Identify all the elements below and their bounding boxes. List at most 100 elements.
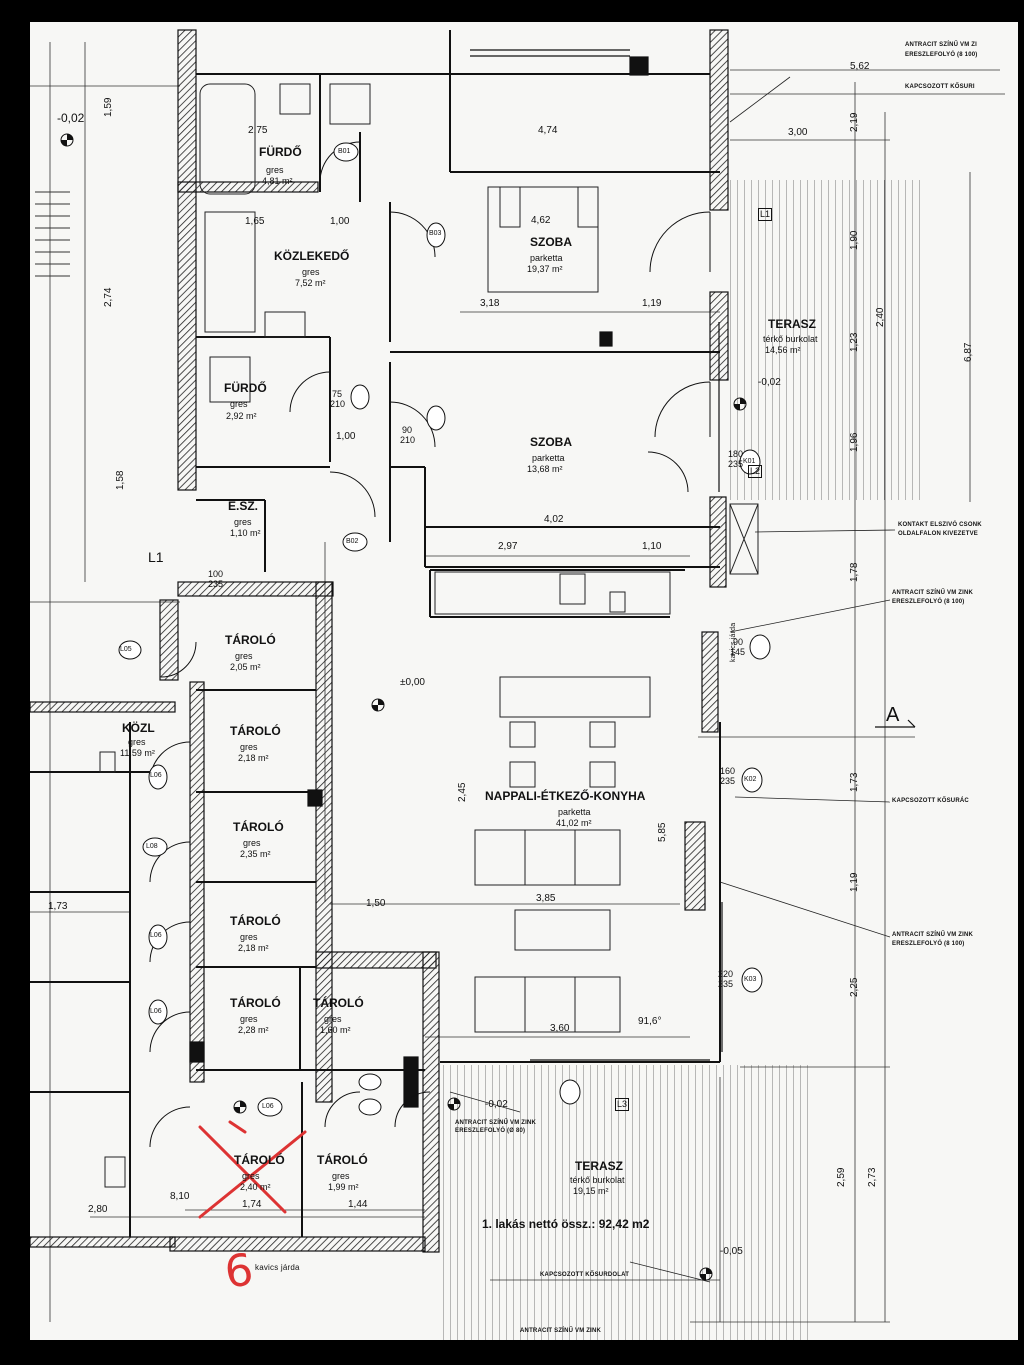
dim-living-width: 3,85 <box>536 893 556 904</box>
note-downpipe-3: ANTRACIT SZÍNŰ VM ZINK <box>892 932 974 938</box>
room-storage-5-floor: gres <box>240 1014 258 1024</box>
tag-l1-storage: L1 <box>148 549 164 565</box>
dim-left-3: 1,58 <box>115 470 126 490</box>
room-storage-7-name: TÁROLÓ <box>234 1153 285 1167</box>
room-storage-3-name: TÁROLÓ <box>233 820 284 834</box>
dim-right-8: 2,25 <box>849 977 860 997</box>
note-vent-1: KONTAKT ELSZIVÓ CSONK <box>898 522 982 528</box>
dim-bedroom-width-top: 4,74 <box>538 125 558 136</box>
room-common-corridor-name: KÖZL <box>122 721 155 735</box>
note-downpipe-5b: ERESZLEFOLYÓ (Ø 80) <box>455 1128 526 1134</box>
room-common-corridor-area: 11,59 m² <box>120 748 155 758</box>
room-storage-es-floor: gres <box>234 517 252 527</box>
dim-angle: 91,6° <box>638 1016 662 1027</box>
dim-left-2: 1,59 <box>103 97 114 117</box>
tag-l3: L3 <box>615 1098 630 1111</box>
dim-bedroom2-width: 4,02 <box>544 514 564 525</box>
level-markers <box>60 133 747 1281</box>
door-size-2-w: 75 <box>332 389 343 399</box>
note-gutter-3: KAPCSOZOTT KŐSURDOLAT <box>540 1272 630 1278</box>
terrace-upper-decking <box>725 180 920 500</box>
room-storage-5-name: TÁROLÓ <box>230 996 281 1010</box>
room-storage-4-name: TÁROLÓ <box>230 914 281 928</box>
dim-bedroom-split-2: 1,19 <box>642 298 662 309</box>
room-storage-4-floor: gres <box>240 932 258 942</box>
tag-b02: B02 <box>346 538 359 545</box>
room-corridor-name: KÖZLEKEDŐ <box>274 249 350 263</box>
room-storage-8-name: TÁROLÓ <box>317 1153 368 1167</box>
dim-hall-width: 1,50 <box>366 898 386 909</box>
tag-l06-a: L06 <box>150 772 162 779</box>
door-size-6-h: 235 <box>720 776 736 786</box>
door-size-3-w: 100 <box>208 569 224 579</box>
room-bathroom-1-area: 4,81 m² <box>262 176 293 186</box>
door-size-6-w: 160 <box>720 766 736 776</box>
room-storage-3-area: 2,35 m² <box>240 849 271 859</box>
dim-right-4: 1,96 <box>849 432 860 452</box>
floor-plan-sheet: FÜRDŐ gres 4,81 m² KÖZLEKEDŐ gres 7,52 m… <box>30 22 1018 1340</box>
room-bedroom-2-area: 13,68 m² <box>527 464 563 474</box>
note-gravel-path-1: kavics járda <box>255 1263 300 1272</box>
note-downpipe-3b: ERESZLEFOLYÓ (8 100) <box>892 941 965 947</box>
dim-bed-size: 4,62 <box>531 215 551 226</box>
dim-ground-width: 8,10 <box>170 1191 190 1202</box>
door-size-1-h: 210 <box>400 435 416 445</box>
tag-l06-b: L06 <box>150 932 162 939</box>
tag-b01: B01 <box>338 148 351 155</box>
room-bathroom-2-name: FÜRDŐ <box>224 381 267 395</box>
dim-storage-bottom-1: 1,74 <box>242 1199 262 1210</box>
door-size-3-h: 235 <box>208 579 224 589</box>
room-storage-7-area: 2,40 m² <box>240 1182 271 1192</box>
note-downpipe-5: ANTRACIT SZÍNŰ VM ZINK <box>455 1120 537 1126</box>
section-marker <box>875 719 916 728</box>
room-bedroom-1-name: SZOBA <box>530 235 572 249</box>
tag-k01: K01 <box>743 458 756 465</box>
furniture <box>99 83 759 1188</box>
room-terrace-2-area: 19,15 m² <box>573 1186 609 1196</box>
room-common-corridor-floor: gres <box>128 737 146 747</box>
dim-terrace-top: 5,62 <box>850 61 870 72</box>
red-marker-number: 6 <box>221 1244 257 1299</box>
note-downpipe-1b: ERESZLEFOLYÓ (8 100) <box>905 52 978 58</box>
dim-right-6: 1,73 <box>849 772 860 792</box>
level-minus02-b: -0,02 <box>758 377 781 388</box>
dim-living-height: 5,85 <box>657 822 668 842</box>
room-storage-1-name: TÁROLÓ <box>225 633 276 647</box>
room-bathroom-1-floor: gres <box>266 165 284 175</box>
room-living-floor: parketta <box>558 807 591 817</box>
dim-bath-width: 2,75 <box>248 125 268 136</box>
leader-lines <box>449 76 896 1283</box>
room-storage-2-floor: gres <box>240 742 258 752</box>
dim-door-width-2: 1,00 <box>336 431 356 442</box>
dim-hall-height: 2,45 <box>457 782 468 802</box>
tag-b03: B03 <box>429 230 442 237</box>
door-size-7-h: 235 <box>718 979 734 989</box>
dim-bedroom-split-1: 3,18 <box>480 298 500 309</box>
dim-right-5: 1,78 <box>849 562 860 582</box>
level-zero: ±0,00 <box>400 677 425 688</box>
door-size-4-w: 180 <box>728 449 744 459</box>
door-tag-circles <box>118 142 771 1117</box>
room-storage-5-area: 2,28 m² <box>238 1025 269 1035</box>
dim-left-1: 2,74 <box>103 287 114 307</box>
door-size-4-h: 235 <box>728 459 744 469</box>
room-bedroom-2-floor: parketta <box>532 453 565 463</box>
section-label: A <box>886 704 900 726</box>
floor-plan-drawing <box>30 29 1005 1340</box>
room-corridor-floor: gres <box>302 267 320 277</box>
dim-living-bottom: 3,60 <box>550 1023 570 1034</box>
note-downpipe-2b: ERESZLEFOLYÓ (8 100) <box>892 599 965 605</box>
windows <box>470 49 723 1061</box>
tag-l08: L08 <box>146 843 158 850</box>
room-storage-8-area: 1,99 m² <box>328 1182 359 1192</box>
dim-kitchen-split-2: 1,10 <box>642 541 662 552</box>
walls <box>30 29 729 1253</box>
room-storage-6-floor: gres <box>324 1014 342 1024</box>
room-storage-es-area: 1,10 m² <box>230 528 261 538</box>
door-size-5-h: 145 <box>730 647 746 657</box>
room-bedroom-2-name: SZOBA <box>530 435 572 449</box>
level-minus05: -0,05 <box>720 1246 743 1257</box>
room-storage-4-area: 2,18 m² <box>238 943 269 953</box>
room-storage-es-name: E.SZ. <box>228 499 259 513</box>
red-markings <box>198 1120 307 1219</box>
